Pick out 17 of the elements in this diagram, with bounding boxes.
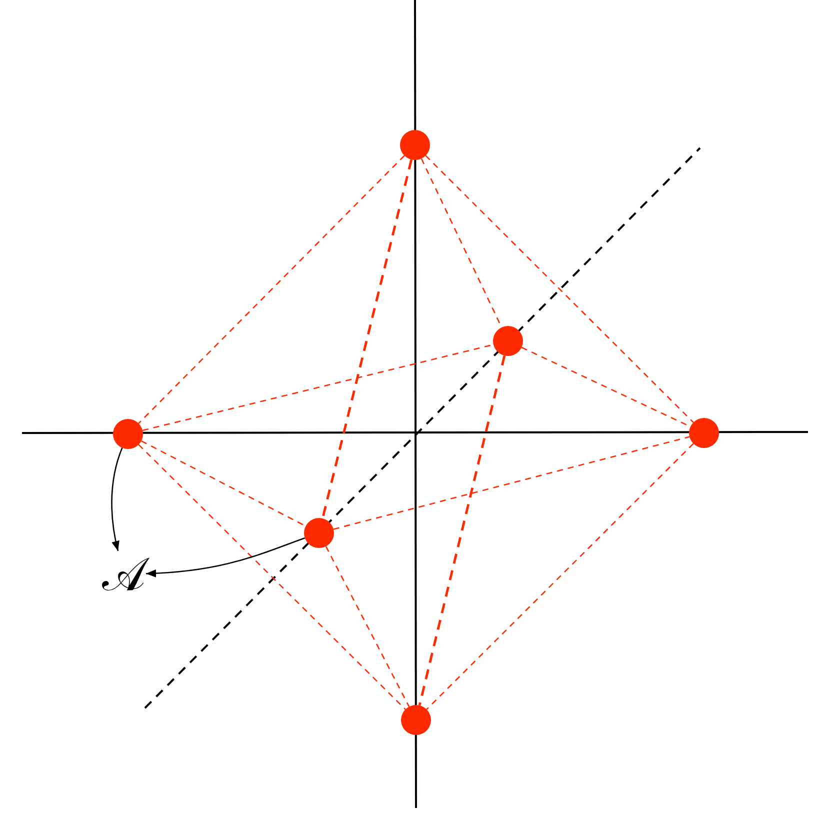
vertex-dot xyxy=(401,705,431,735)
dashed-edge xyxy=(138,155,405,424)
curved-arrow xyxy=(111,448,123,552)
vertex-dot xyxy=(493,326,523,356)
dashed-edge xyxy=(333,436,690,530)
vertex-dot xyxy=(304,518,334,548)
dashed-edge xyxy=(141,440,306,527)
dashed-edge xyxy=(325,546,410,707)
curved-arrow xyxy=(146,537,306,578)
dashed-edge xyxy=(138,444,406,710)
dashed-edge xyxy=(418,355,506,706)
dashed-edge xyxy=(321,159,413,519)
vertex-dot xyxy=(400,130,430,160)
dashed-edge xyxy=(426,443,694,710)
dashed-edge xyxy=(425,155,694,423)
vertex-dot xyxy=(113,419,143,449)
vertex-dot xyxy=(689,418,719,448)
